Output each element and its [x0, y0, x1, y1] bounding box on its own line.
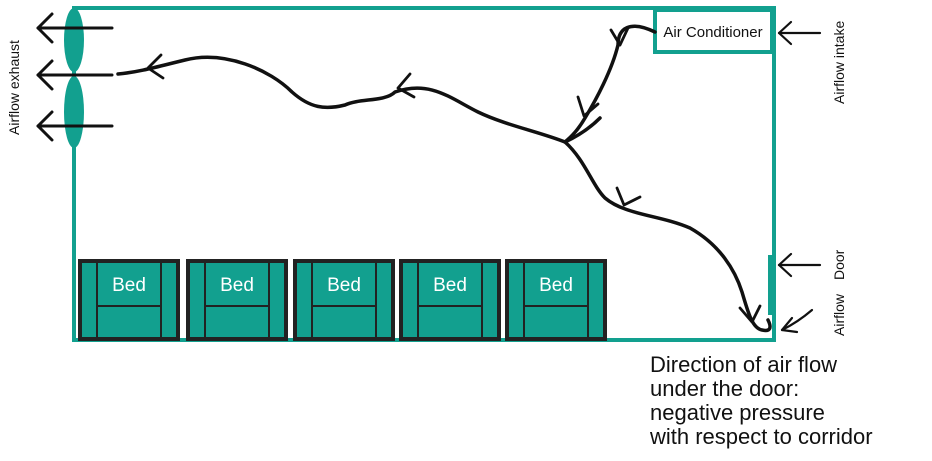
caption-line: under the door: [650, 376, 800, 401]
airflow-path-door [563, 140, 772, 333]
bed-4: Bed [399, 259, 501, 341]
airflow-branch [563, 116, 602, 144]
intake-arrow-icon [777, 20, 822, 46]
under-door-arrow-icon [780, 308, 814, 334]
bed-label: Bed [220, 275, 254, 296]
airflow-exhaust-label: Airflow exhaust [6, 40, 22, 135]
bed-1: Bed [78, 259, 180, 341]
airflow-path-main [116, 24, 657, 144]
exhaust-arrows [36, 12, 114, 142]
bed-label: Bed [539, 275, 573, 296]
bed-label: Bed [433, 275, 467, 296]
caption-line: Direction of air flow [650, 352, 838, 377]
bed-2: Bed [186, 259, 288, 341]
bed-5: Bed [505, 259, 607, 341]
door-arrow-icon [777, 252, 822, 278]
airflow-intake-label: Airflow intake [831, 21, 847, 104]
flow-arrow-icon [146, 26, 630, 118]
bed-3: Bed [293, 259, 395, 341]
exhaust-fan-icon [64, 8, 84, 148]
caption: Direction of air flow under the door: ne… [650, 353, 873, 449]
air-conditioner-label: Air Conditioner [663, 24, 762, 41]
door-label: Door [831, 249, 847, 280]
caption-line: with respect to corridor [650, 424, 873, 449]
airflow-label: Airflow [831, 293, 847, 336]
bed-label: Bed [112, 275, 146, 296]
flow-arrow-icon [615, 186, 762, 324]
bed-label: Bed [327, 275, 361, 296]
caption-line: negative pressure [650, 400, 825, 425]
